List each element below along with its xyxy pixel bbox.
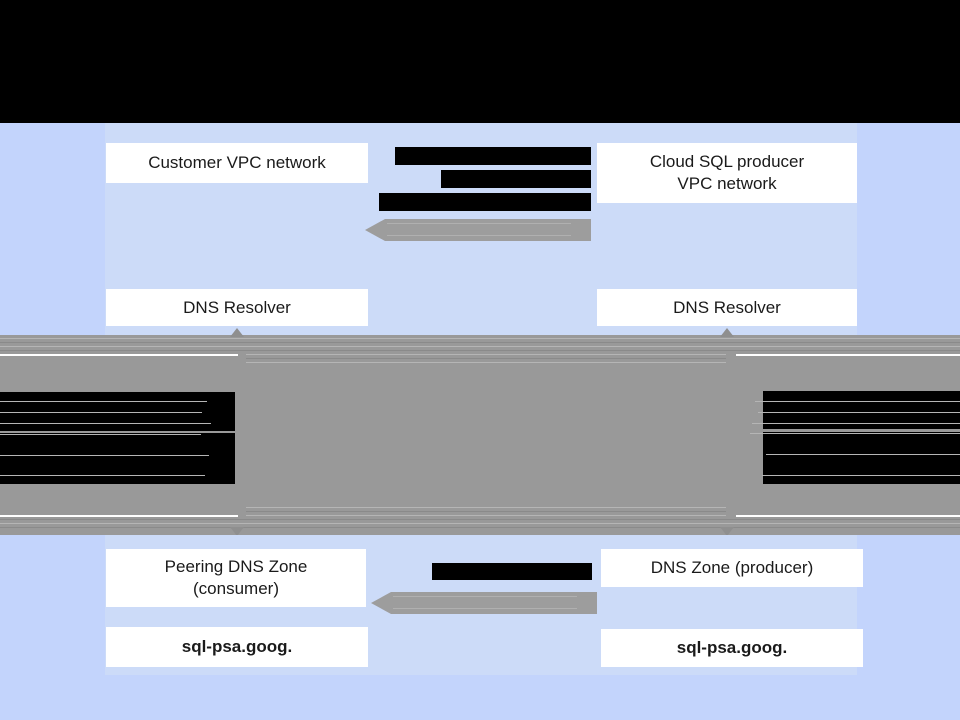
producer-down-connector bbox=[720, 527, 734, 536]
redaction-overlay-line bbox=[762, 475, 960, 476]
transit-stripe bbox=[246, 511, 726, 512]
dns-zone-producer-box: DNS Zone (producer) bbox=[601, 549, 863, 587]
redaction-overlay-line bbox=[0, 401, 207, 402]
transit-stripe bbox=[0, 515, 238, 517]
redaction-overlay-line bbox=[0, 423, 211, 424]
peering-dns-zone-line-1: Peering DNS Zone bbox=[164, 557, 308, 577]
redaction-overlay-line bbox=[752, 423, 960, 424]
peering-dns-zone-consumer-box: Peering DNS Zone (consumer) bbox=[106, 549, 366, 607]
transit-stripe bbox=[246, 354, 726, 355]
customer-vpc-network-box: Customer VPC network bbox=[106, 143, 368, 183]
vpc-peering-transit-band bbox=[0, 335, 960, 535]
redacted-top-label-3 bbox=[379, 193, 591, 211]
cloud-sql-producer-vpc-network-box: Cloud SQL producer VPC network bbox=[597, 143, 857, 203]
redacted-producer-annotation-1 bbox=[763, 391, 960, 429]
redacted-consumer-annotation-2 bbox=[0, 433, 235, 484]
transit-stripe bbox=[736, 354, 960, 356]
redacted-top-label-1 bbox=[395, 147, 591, 165]
redaction-overlay-line bbox=[750, 433, 960, 434]
peering-dns-zone-line-2: (consumer) bbox=[193, 579, 279, 598]
bottom-flow-arrow-head bbox=[371, 592, 391, 614]
top-flow-arrow-head bbox=[365, 219, 385, 241]
redaction-overlay-line bbox=[0, 412, 202, 413]
redacted-producer-annotation-2 bbox=[763, 432, 960, 484]
consumer-down-connector bbox=[230, 527, 244, 536]
transit-stripe bbox=[0, 350, 960, 351]
transit-stripe bbox=[246, 358, 726, 359]
redacted-top-label-2 bbox=[441, 170, 591, 188]
transit-stripe bbox=[0, 354, 238, 356]
redacted-consumer-annotation-1 bbox=[0, 392, 235, 431]
producer-up-connector bbox=[720, 328, 734, 337]
producer-domain-box: sql-psa.goog. bbox=[601, 629, 863, 667]
transit-stripe bbox=[246, 507, 726, 508]
redacted-bottom-label-1 bbox=[432, 563, 592, 580]
redaction-overlay-line bbox=[755, 401, 960, 402]
transit-stripe bbox=[0, 519, 960, 520]
bottom-flow-arrow-gloss bbox=[393, 596, 577, 597]
redaction-overlay-line bbox=[0, 475, 205, 476]
bottom-flow-arrow bbox=[371, 592, 597, 614]
top-flow-arrow-gloss bbox=[387, 223, 571, 224]
redaction-overlay-line bbox=[0, 434, 201, 435]
transit-stripe bbox=[0, 342, 960, 343]
transit-stripe bbox=[246, 515, 726, 516]
producer-vpc-line-2: VPC network bbox=[677, 174, 777, 193]
redaction-overlay-line bbox=[0, 455, 209, 456]
transit-stripe bbox=[0, 338, 960, 339]
redaction-overlay-line bbox=[766, 454, 960, 455]
transit-stripe bbox=[0, 346, 960, 347]
consumer-up-connector bbox=[230, 328, 244, 337]
redaction-overlay-line bbox=[758, 412, 960, 413]
producer-vpc-line-1: Cloud SQL producer bbox=[649, 152, 805, 172]
consumer-dns-resolver-box: DNS Resolver bbox=[106, 289, 368, 326]
consumer-domain-box: sql-psa.goog. bbox=[106, 627, 368, 667]
transit-stripe bbox=[246, 362, 726, 363]
transit-stripe bbox=[0, 523, 960, 524]
transit-stripe bbox=[736, 515, 960, 517]
producer-dns-resolver-box: DNS Resolver bbox=[597, 289, 857, 326]
top-redaction-band bbox=[0, 0, 960, 123]
transit-stripe bbox=[0, 527, 960, 528]
top-flow-arrow-gloss-2 bbox=[387, 235, 571, 236]
bottom-flow-arrow-gloss-2 bbox=[393, 608, 577, 609]
top-flow-arrow bbox=[365, 219, 591, 241]
